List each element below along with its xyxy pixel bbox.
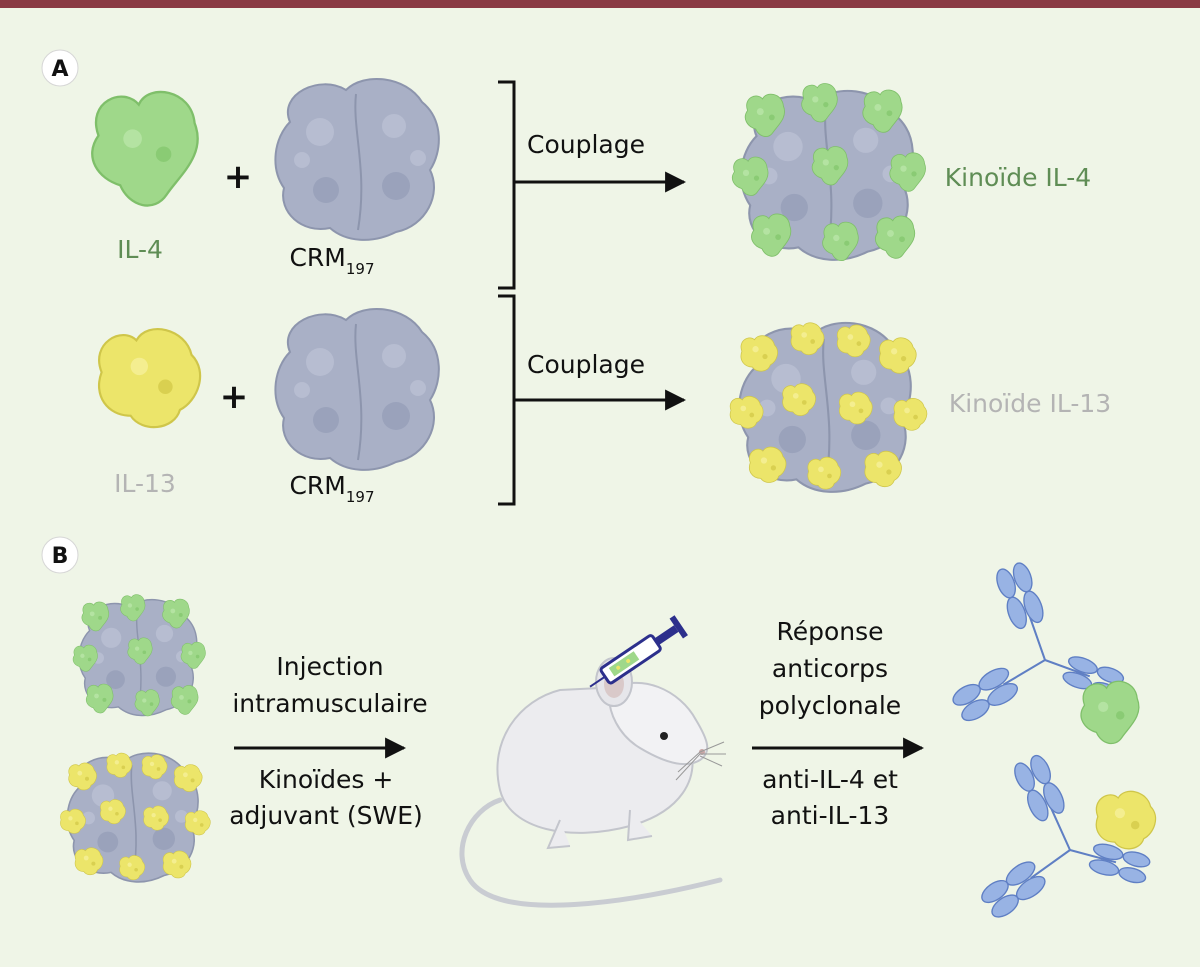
- response-label-line1: Réponse: [776, 617, 883, 646]
- response-label-line3: polyclonale: [759, 691, 901, 720]
- crm197-molecule-row2: [274, 307, 440, 471]
- il4-label: IL-4: [117, 235, 163, 264]
- crm197-label-row2: CRM197: [289, 471, 374, 506]
- bracket-row1: [498, 80, 516, 290]
- kinoid-il4-small: [73, 595, 205, 716]
- il13-molecule: [97, 327, 202, 429]
- crm197-label-row1: CRM197: [289, 243, 374, 278]
- svg-text:B: B: [52, 544, 69, 569]
- kinoids-adjuvant-line2: adjuvant (SWE): [229, 801, 423, 830]
- plus-sign-row1: +: [224, 157, 253, 197]
- plus-sign-row2: +: [220, 377, 249, 417]
- antibody-anti-il4: [940, 550, 1152, 771]
- il13-label: IL-13: [114, 469, 176, 498]
- coupling-label-row2: Couplage: [527, 350, 645, 379]
- injection-label-line1: Injection: [276, 652, 383, 681]
- kinoids-adjuvant-line1: Kinoïdes +: [259, 765, 394, 794]
- syringe-icon: [589, 615, 688, 688]
- bracket-row2: [498, 294, 516, 506]
- panel-a-badge: A: [41, 49, 79, 87]
- kinoid-il13-label: Kinoïde IL-13: [949, 389, 1111, 418]
- kinoid-il13-molecule: [730, 323, 927, 492]
- kinoid-il13-small: [60, 753, 210, 882]
- il4-molecule: [91, 90, 199, 207]
- svg-text:A: A: [51, 57, 68, 82]
- crm197-molecule-row1: [274, 77, 440, 241]
- coupling-label-row1: Couplage: [527, 130, 645, 159]
- panel-b-badge: B: [41, 536, 79, 574]
- mouse-illustration: [459, 657, 726, 908]
- top-rule: [0, 0, 1200, 8]
- response-label-line2: anticorps: [772, 654, 888, 683]
- injection-label-line2: intramusculaire: [232, 689, 427, 718]
- kinoid-il4-molecule: [732, 84, 925, 261]
- kinoid-il4-label: Kinoïde IL-4: [945, 163, 1091, 192]
- anti-label-line1: anti-IL-4 et: [762, 765, 898, 794]
- anti-label-line2: anti-IL-13: [771, 801, 890, 830]
- antibody-anti-il13: [970, 744, 1171, 957]
